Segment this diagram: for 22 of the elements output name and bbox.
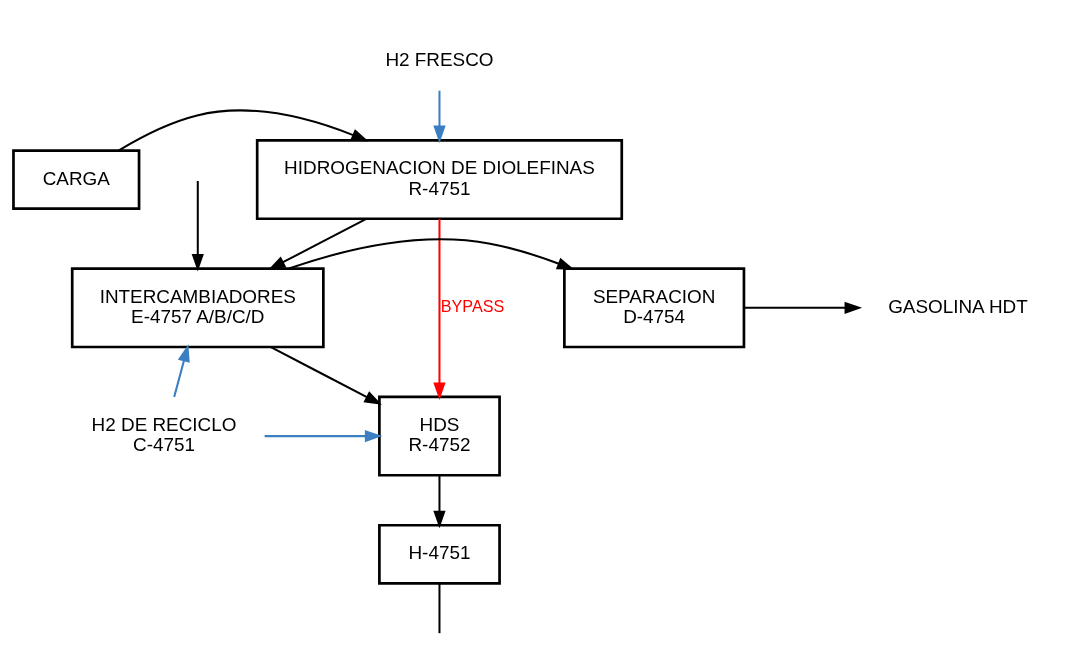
node-text: GASOLINA HDT: [888, 295, 1028, 317]
arrow: [744, 301, 863, 314]
arrow: [270, 345, 382, 405]
arrow: [191, 180, 204, 272]
node-box: CARGA: [12, 148, 141, 210]
arrow: [118, 109, 369, 151]
arrow: [433, 218, 446, 400]
node-box: HDS R-4752: [378, 395, 501, 477]
node-box: H-4751: [378, 523, 501, 585]
arrow: [433, 90, 446, 143]
node-box: INTERCAMBIADORES E-4757 A/B/C/D: [70, 266, 325, 348]
node-box: SEPARACION D-4754: [563, 266, 746, 348]
node-text: H2 DE RECICLO C-4751: [91, 413, 237, 455]
arrow: [173, 343, 190, 397]
node-box: HIDROGENACION DE DIOLEFINAS R-4751: [255, 138, 624, 220]
arrow: [288, 237, 575, 270]
arrow: [268, 217, 367, 270]
arrow: [264, 429, 383, 442]
arrow: [433, 475, 446, 528]
node-text: H2 FRESCO: [385, 48, 494, 70]
edge-label: BYPASS: [440, 296, 505, 315]
connector: [438, 583, 441, 633]
